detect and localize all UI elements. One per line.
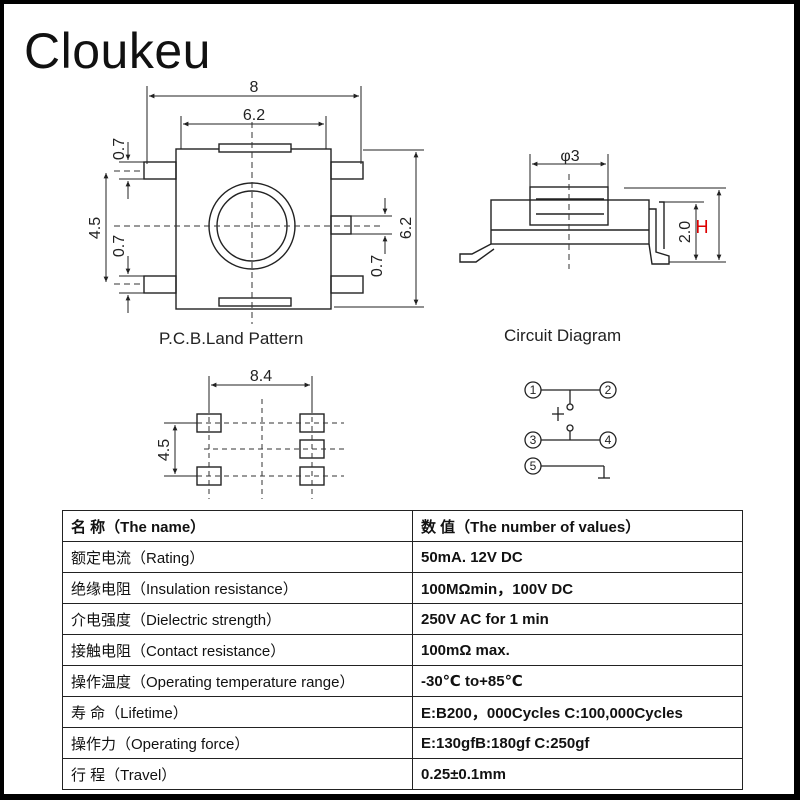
spec-value-cell: 50mA. 12V DC [412,541,743,573]
pin-left-top [143,161,177,180]
circuit-pin-2 [599,381,617,399]
spec-table-row: 操作温度（Operating temperature range）-30℃ to… [62,665,743,697]
circuit-diagram [524,381,617,479]
spec-name-cell: 介电强度（Dielectric strength） [62,603,413,635]
spec-table-header-row: 名 称（The name）数 值（The number of values） [62,510,743,542]
dim-pin-width-top: 0.7 [111,138,128,160]
dim-pin-width-right: 0.7 [369,255,386,277]
pin-right-bottom [330,275,364,294]
circuit-pin-1 [524,381,542,399]
caption-pcb-land-pattern: P.C.B.Land Pattern [159,329,304,348]
dim-land-width: 8.4 [250,368,272,385]
circuit-pin-4-label: 4 [605,433,612,447]
spec-value-cell: 250V AC for 1 min [412,603,743,635]
spec-table-row: 接触电阻（Contact resistance）100mΩ max. [62,634,743,666]
dim-body-inner: 6.2 [243,107,265,124]
spec-value-cell: 0.25±0.1mm [412,758,743,790]
spec-table-row: 行 程（Travel）0.25±0.1mm [62,758,743,790]
switch-body-outline [175,148,332,310]
spec-value-cell: 100mΩ max. [412,634,743,666]
dim-side-height: 2.0 [677,221,694,243]
spec-value-cell: E:B200，000Cycles C:100,000Cycles [412,696,743,728]
circuit-pin-1-label: 1 [530,383,537,397]
pin-left-bottom [143,275,177,294]
spec-table-row: 额定电流（Rating）50mA. 12V DC [62,541,743,573]
circuit-pin-2-label: 2 [605,383,612,397]
land-pattern-dimensions [164,376,313,477]
spec-value-cell: 100MΩmin，100V DC [412,572,743,604]
side-view-drawing [459,186,670,265]
dim-height-symbol: H [696,217,709,237]
dim-body-width: 8 [250,79,259,96]
spec-value-cell: 数 值（The number of values） [412,510,743,542]
side-lead-left [459,243,495,263]
circuit-pin-5 [524,457,542,475]
mechanical-drawings: 8 6.2 0.7 4.5 0.7 0.7 6.2 [87,79,726,499]
top-view-center-lines [114,122,384,324]
caption-circuit-diagram: Circuit Diagram [504,326,622,345]
spec-name-cell: 额定电流（Rating） [62,541,413,573]
top-view-dimensions [103,86,424,313]
spec-value-cell: E:130gfB:180gf C:250gf [412,727,743,759]
pin-right-middle [330,215,352,235]
datasheet-page: Cloukeu [4,4,794,794]
side-view-dimensions [529,154,726,263]
spec-name-cell: 行 程（Travel） [62,758,413,790]
spec-table-row: 操作力（Operating force） E:130gfB:180gf C:25… [62,727,743,759]
dim-land-pitch: 4.5 [156,439,173,461]
spec-name-cell: 寿 命（Lifetime） [62,696,413,728]
spec-name-cell: 名 称（The name） [62,510,413,542]
pin-right-top [330,161,364,180]
spec-table: 名 称（The name）数 值（The number of values）额定… [62,510,743,790]
spec-table-row: 寿 命（Lifetime）E:B200，000Cycles C:100,000C… [62,696,743,728]
circuit-pin-3-label: 3 [530,433,537,447]
circuit-pin-4 [599,431,617,449]
bottom-bump [218,297,292,307]
spec-value-cell: -30℃ to+85℃ [412,665,743,697]
brand-logo: Cloukeu [24,23,211,79]
spec-table-row: 绝缘电阻（Insulation resistance）100MΩmin，100V… [62,572,743,604]
dim-pin-width-left: 0.7 [111,235,128,257]
spec-name-cell: 操作温度（Operating temperature range） [62,665,413,697]
spec-name-cell: 绝缘电阻（Insulation resistance） [62,572,413,604]
dim-button-diameter: φ3 [560,148,579,165]
top-view-drawing [143,143,364,310]
circuit-pin-5-label: 5 [530,459,537,473]
top-bump [218,143,292,153]
circuit-pin-3 [524,431,542,449]
side-body [490,199,650,245]
spec-table-row: 介电强度（Dielectric strength）250V AC for 1 m… [62,603,743,635]
spec-name-cell: 接触电阻（Contact resistance） [62,634,413,666]
dim-body-height: 6.2 [398,217,415,239]
spec-name-cell: 操作力（Operating force） [62,727,413,759]
side-lead-right [648,208,670,265]
dim-pin-pitch: 4.5 [87,217,104,239]
